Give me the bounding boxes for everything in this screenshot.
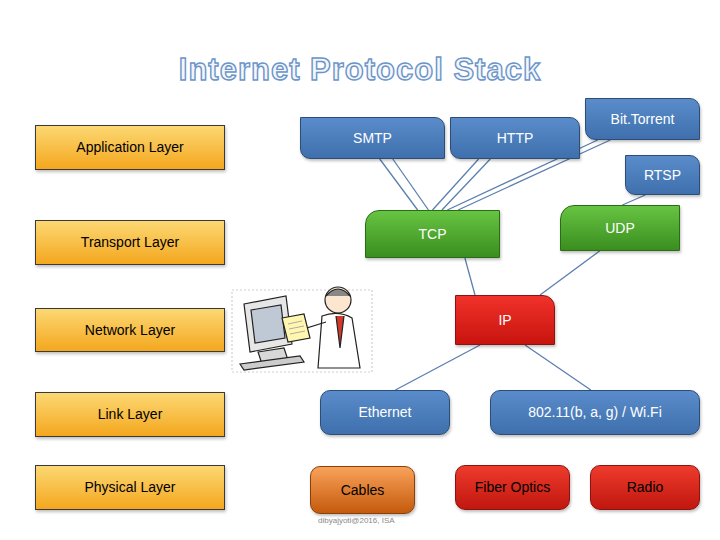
- node-text: HTTP: [497, 130, 534, 146]
- node-text: RTSP: [644, 167, 681, 183]
- node-text: Link Layer: [98, 406, 163, 422]
- node-text: Network Layer: [85, 322, 175, 338]
- node-text: Ethernet: [359, 404, 412, 420]
- protocol-box: HTTP: [450, 117, 580, 159]
- node-text: Physical Layer: [84, 479, 175, 495]
- computer-user-cartoon: [232, 287, 372, 372]
- person-hair: [326, 289, 350, 296]
- node-text: 802.11(b, a, g) / Wi.Fi: [528, 404, 662, 420]
- connector-line: [447, 140, 597, 210]
- node-text: Bit.Torrent: [611, 111, 675, 127]
- medium-box: Cables: [310, 466, 415, 514]
- protocol-box: RTSP: [625, 155, 700, 195]
- node-text: Transport Layer: [81, 234, 179, 250]
- medium-box: Fiber Optics: [455, 465, 570, 510]
- paper-sheet: [282, 314, 310, 342]
- layer-box: Physical Layer: [35, 465, 225, 510]
- person-body: [318, 313, 360, 368]
- keyboard: [240, 356, 304, 370]
- connector-line: [465, 258, 475, 295]
- node-text: Cables: [341, 482, 385, 498]
- connector-line: [395, 345, 480, 390]
- node-text: SMTP: [353, 130, 392, 146]
- person-head: [325, 287, 351, 313]
- protocol-box: Bit.Torrent: [585, 98, 700, 140]
- node-text: Fiber Optics: [475, 479, 550, 495]
- connector-line: [458, 140, 610, 210]
- transport-protocol-box: UDP: [560, 205, 680, 251]
- layer-box: Network Layer: [35, 308, 225, 352]
- medium-box: Radio: [590, 465, 700, 510]
- connector-line: [442, 159, 490, 210]
- node-text: UDP: [605, 220, 635, 236]
- layer-box: Application Layer: [35, 125, 225, 170]
- paper-lines: [288, 321, 305, 334]
- transport-protocol-box: TCP: [365, 210, 500, 258]
- connector-line: [622, 195, 645, 205]
- node-text: Radio: [627, 479, 664, 495]
- network-protocol-box: IP: [455, 295, 555, 345]
- link-protocol-box: Ethernet: [320, 390, 450, 435]
- person-tie: [336, 316, 344, 348]
- diagram-title: Internet Protocol Stack: [0, 52, 720, 88]
- node-text: TCP: [419, 226, 447, 242]
- monitor-screen: [251, 305, 285, 343]
- node-text: Application Layer: [76, 139, 183, 155]
- layer-box: Link Layer: [35, 392, 225, 437]
- layer-box: Transport Layer: [35, 220, 225, 265]
- protocol-box: SMTP: [300, 117, 445, 159]
- link-protocol-box: 802.11(b, a, g) / Wi.Fi: [490, 390, 700, 435]
- node-text: IP: [498, 312, 511, 328]
- watermark: dibyajyoti@2016, ISA: [318, 516, 395, 525]
- connector-line: [525, 345, 591, 390]
- connector-line: [540, 251, 600, 295]
- connector-line: [433, 159, 479, 210]
- connector-line: [393, 159, 429, 210]
